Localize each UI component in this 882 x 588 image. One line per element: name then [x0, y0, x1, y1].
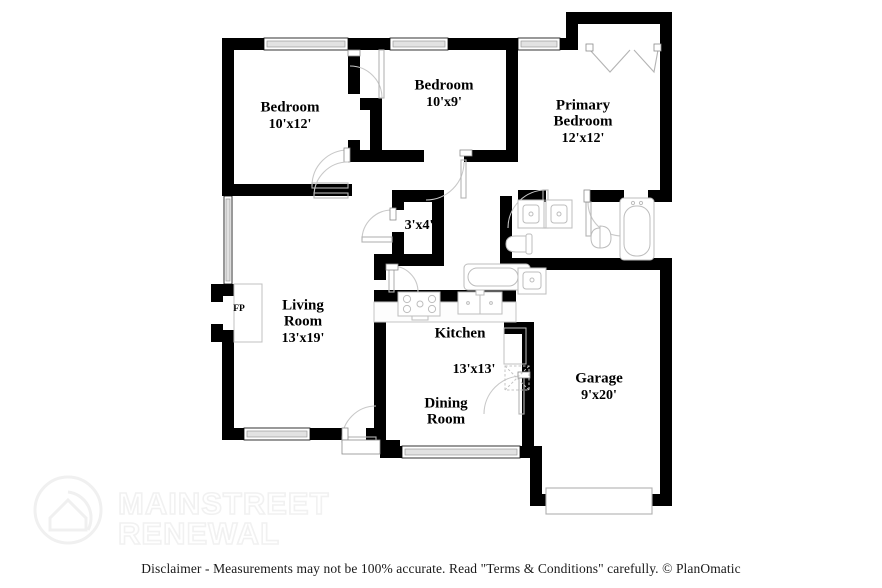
bathtub-hall-bath: [463, 263, 531, 291]
room-label-bedroom2-dim: 10'x12': [269, 117, 312, 132]
room-label-primary-name2: Bedroom: [554, 113, 613, 129]
vanity-sink-hall-bath-2: [545, 199, 573, 229]
door-bedroom3-closet: [347, 49, 385, 99]
door-bedroom3: [425, 149, 473, 201]
door-primary-bath: [583, 189, 623, 237]
room-label-garage-dim: 9'x20': [581, 388, 617, 403]
room-label-dining-name2: Room: [427, 411, 466, 427]
window-bedroom3-top: [389, 37, 449, 51]
room-label-bedroom2-name: Bedroom: [261, 99, 320, 115]
toilet-hall-bath: [505, 233, 533, 255]
window-bedroom2-top: [263, 37, 349, 51]
disclaimer-text: Disclaimer - Measurements may not be 100…: [141, 561, 741, 576]
range-cooktop: [397, 291, 441, 321]
fireplace-label: FP: [233, 304, 245, 314]
vanity-sink-hall-bath: [517, 199, 545, 229]
room-label-bedroom3-name: Bedroom: [415, 77, 474, 93]
garage-overhead-door: [545, 487, 653, 515]
kitchen-double-sink: [457, 289, 503, 315]
window-living-bottom: [243, 427, 311, 441]
room-label-dining-name1: Dining: [424, 395, 468, 411]
room-label-kitchen-name: Kitchen: [435, 325, 486, 341]
room-label-kitchen-dim: 13'x13': [453, 362, 496, 377]
door-closet-3x4: [361, 207, 397, 243]
door-hall-bath: [385, 263, 419, 293]
room-label-primary-name1: Primary: [556, 97, 611, 113]
window-living-left: [223, 195, 233, 285]
toilet-primary-bath: [590, 225, 612, 249]
door-front-entry: [341, 405, 381, 455]
doors: [311, 43, 662, 455]
door-bedroom2: [311, 147, 351, 189]
windows: [223, 37, 561, 459]
kitchen-pantry: [503, 327, 527, 365]
room-label-primary-dim: 12'x12': [562, 131, 605, 146]
room-label-living-name1: Living: [282, 297, 324, 313]
kitchen-fixtures: [373, 289, 530, 391]
bathroom-hall-fixtures: [463, 199, 573, 291]
room-label-closet-dim: 3'x4': [405, 218, 434, 233]
bathroom-primary-fixtures: [517, 197, 655, 295]
room-label-living-name2: Room: [284, 313, 323, 329]
bifold-closet-doors-primary: [585, 43, 662, 74]
door-bedroom2-closet: [313, 161, 349, 199]
window-primary-top: [517, 37, 561, 51]
window-dining-bottom: [401, 445, 521, 459]
utility-unit-water-heater: [504, 365, 530, 391]
room-labels: Bedroom 10'x12' Bedroom 10'x9' Primary B…: [233, 77, 623, 427]
bathtub-primary-bath: [619, 197, 655, 261]
room-label-bedroom3-dim: 10'x9': [426, 95, 462, 110]
fireplace: [233, 283, 263, 343]
room-label-living-dim: 13'x19': [282, 331, 325, 346]
room-label-garage-name: Garage: [575, 370, 623, 386]
sink-primary-bath: [517, 267, 547, 295]
